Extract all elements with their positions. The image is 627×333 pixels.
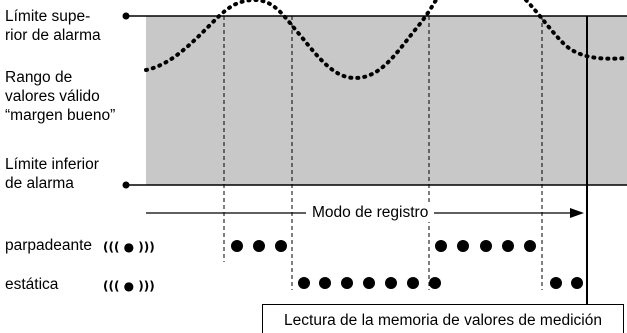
static-dot [319, 277, 331, 289]
static-dot [385, 277, 397, 289]
upper-limit-line1: Límite supe- [5, 8, 91, 25]
blink-dot [253, 240, 265, 252]
blink-dot [457, 240, 469, 252]
valid-range-line1: Rango de [5, 69, 73, 86]
blinking-dots [231, 240, 536, 252]
static-dot [550, 277, 562, 289]
blinking-label: parpadeante [5, 237, 93, 254]
static-dot [429, 277, 441, 289]
blink-dot [275, 240, 287, 252]
lower-limit-line2: de alarma [5, 175, 74, 192]
static-dot [363, 277, 375, 289]
static-dot [341, 277, 353, 289]
valid-range-line3: “margen bueno” [5, 107, 116, 124]
static-dot [407, 277, 419, 289]
valid-range-band [146, 16, 627, 185]
upper-limit-label: Límite supe- rior de alarma [5, 7, 101, 45]
blink-dot [524, 240, 536, 252]
static-dot [571, 277, 583, 289]
arrow-head-icon [570, 208, 584, 218]
lower-limit-label: Límite inferior de alarma [5, 155, 99, 193]
lower-limit-line1: Límite inferior [5, 156, 99, 173]
valid-range-line2: valores válido [5, 88, 100, 105]
static-dots [298, 277, 583, 289]
memory-read-label: Lectura de la memoria de valores de medi… [284, 312, 602, 329]
valid-range-label: Rango de valores válido “margen bueno” [5, 68, 115, 125]
transition-guides [223, 16, 543, 290]
lower-alarm-marker [122, 181, 130, 189]
measurement-curve [144, 0, 627, 81]
upper-alarm-marker [122, 12, 130, 20]
static-led-icon: ((( ● ))) [103, 279, 155, 293]
blink-dot [480, 240, 492, 252]
static-label: estática [5, 276, 59, 293]
blink-dot [231, 240, 243, 252]
memory-read-box: Lectura de la memoria de valores de medi… [262, 304, 624, 333]
blink-dot [502, 240, 514, 252]
blink-dot [435, 240, 447, 252]
static-dot [298, 277, 310, 289]
blinking-led-icon: ((( ● ))) [103, 240, 155, 254]
recording-mode-label: Modo de registro [306, 203, 435, 222]
upper-limit-line2: rior de alarma [5, 27, 101, 44]
